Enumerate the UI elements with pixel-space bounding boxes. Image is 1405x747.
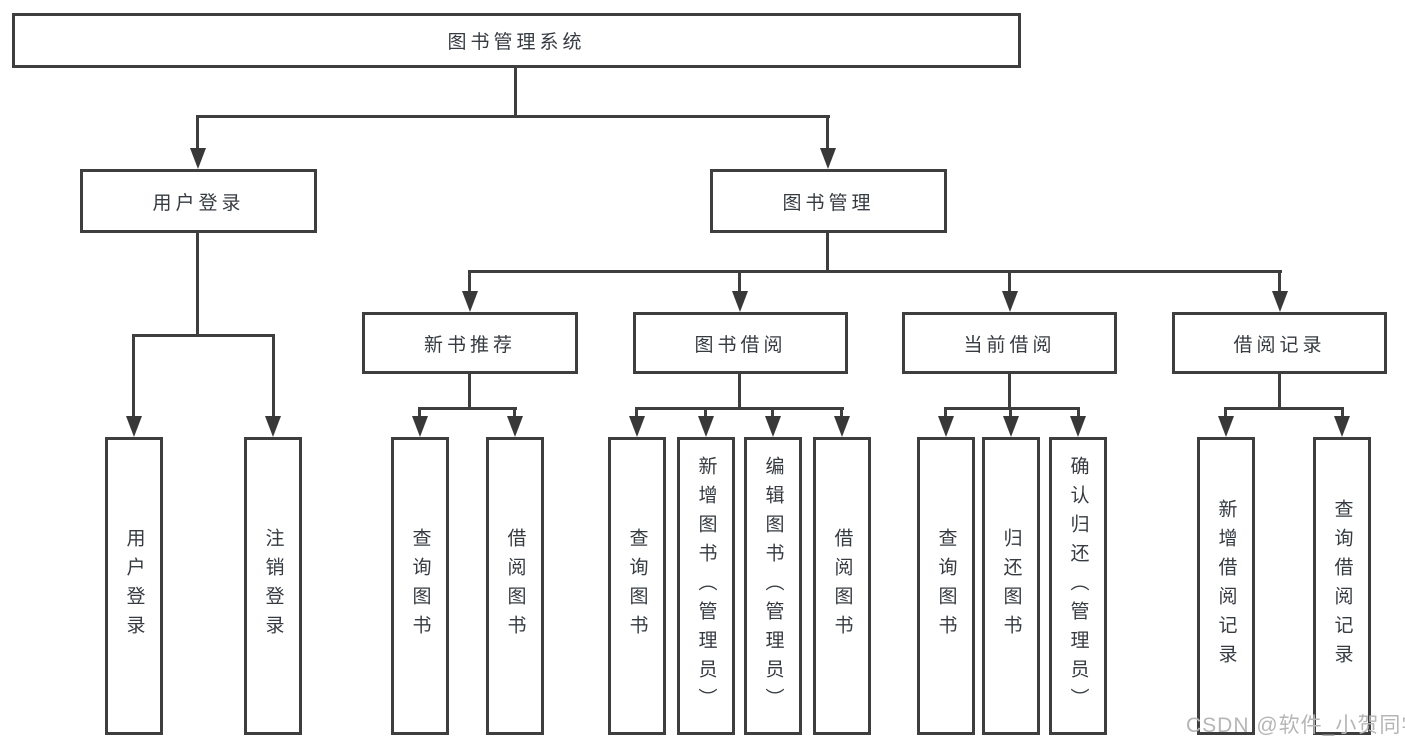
leaf-rec-borrow-books: 借阅图书	[486, 437, 544, 735]
leaf-logout: 注销登录	[244, 437, 302, 735]
leaf-br-query-record: 查询借阅记录	[1313, 437, 1371, 735]
arrow-to-leaf	[629, 416, 645, 437]
arrow-to-borrow-records	[1272, 291, 1288, 312]
arrow-to-leaf	[834, 416, 850, 437]
connector-drop-book-mgmt	[826, 115, 829, 151]
connector-current-stem	[1008, 374, 1011, 410]
arrow-to-leaf	[507, 416, 523, 437]
connector-leaf-drop	[1009, 407, 1012, 419]
connector-drop-current-borrow	[1008, 270, 1011, 294]
leaf-br-add-record: 新增借阅记录	[1197, 437, 1255, 735]
leaf-cb-return-books: 归还图书	[982, 437, 1040, 735]
arrow-to-leaf	[765, 416, 781, 437]
connector-level2-rail	[196, 115, 830, 118]
arrow-to-leaf	[938, 416, 954, 437]
connector-leaf-drop	[704, 407, 707, 419]
leaf-bb-add-books-admin: 新增图书（管理员）	[677, 437, 735, 735]
arrow-to-login-leaf	[126, 416, 142, 437]
connector-leaf-drop	[418, 407, 421, 419]
arrow-to-new-book-rec	[462, 291, 478, 312]
connector-drop-book-borrow	[738, 270, 741, 294]
arrow-to-leaf	[412, 416, 428, 437]
leaf-cb-query-books: 查询图书	[917, 437, 975, 735]
connector-records-stem	[1278, 374, 1281, 410]
connector-login-stem	[196, 233, 199, 337]
connector-leaf-drop	[771, 407, 774, 419]
connector-drop-login-leaf	[132, 334, 135, 418]
connector-leaf-drop	[1077, 407, 1080, 419]
connector-level3-rail	[468, 270, 1282, 273]
connector-mgmt-stem	[826, 233, 829, 273]
node-user-login: 用户登录	[80, 169, 317, 233]
connector-records-rail	[1224, 407, 1344, 410]
leaf-bb-borrow-books: 借阅图书	[813, 437, 871, 735]
connector-borrow-rail	[635, 407, 844, 410]
arrow-to-book-mgmt	[820, 148, 836, 169]
node-current-borrow: 当前借阅	[902, 312, 1117, 374]
connector-leaf-drop	[1224, 407, 1227, 419]
connector-rec-rail	[418, 407, 517, 410]
connector-drop-borrow-records	[1278, 270, 1281, 294]
connector-leaf-drop	[513, 407, 516, 419]
connector-drop-logout-leaf	[272, 334, 275, 418]
connector-rec-stem	[468, 374, 471, 410]
arrow-to-leaf	[1003, 416, 1019, 437]
leaf-rec-query-books: 查询图书	[391, 437, 449, 735]
node-book-mgmt: 图书管理	[710, 169, 947, 233]
arrow-to-book-borrow	[732, 291, 748, 312]
node-library-system: 图书管理系统	[12, 13, 1021, 68]
connector-leaf-drop	[944, 407, 947, 419]
arrow-to-leaf	[1218, 416, 1234, 437]
connector-leaf-drop	[840, 407, 843, 419]
leaf-cb-confirm-return-admin: 确认归还（管理员）	[1049, 437, 1107, 735]
connector-current-rail	[944, 407, 1080, 410]
arrow-to-leaf	[1334, 416, 1350, 437]
node-borrow-records: 借阅记录	[1172, 312, 1387, 374]
connector-drop-user-login	[196, 115, 199, 151]
connector-leaf-drop	[635, 407, 638, 419]
connector-drop-new-book-rec	[468, 270, 471, 294]
node-book-borrow: 图书借阅	[633, 312, 848, 374]
arrow-to-user-login	[190, 148, 206, 169]
arrow-to-current-borrow	[1002, 291, 1018, 312]
arrow-to-leaf	[1070, 416, 1086, 437]
leaf-bb-query-books: 查询图书	[608, 437, 666, 735]
arrow-to-leaf	[698, 416, 714, 437]
connector-login-rail	[132, 334, 275, 337]
leaf-bb-edit-books-admin: 编辑图书（管理员）	[744, 437, 802, 735]
node-new-book-rec: 新书推荐	[362, 312, 578, 374]
connector-leaf-drop	[1341, 407, 1344, 419]
connector-borrow-stem	[738, 374, 741, 410]
connector-root-stem	[514, 67, 517, 117]
arrow-to-logout-leaf	[265, 416, 281, 437]
leaf-user-login: 用户登录	[105, 437, 163, 735]
watermark: CSDN @软件_小贺同学	[1186, 714, 1405, 737]
